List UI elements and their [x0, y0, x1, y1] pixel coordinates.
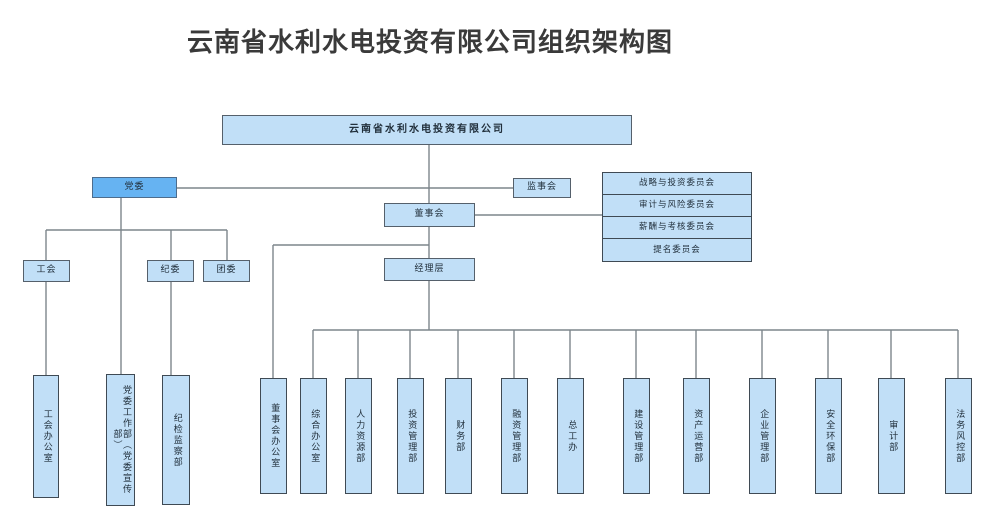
discipline-inspection-dept: 纪检监察部 [162, 375, 190, 505]
hr-dept: 人力资源部 [345, 378, 372, 494]
party-work-dept: 党委工作部（党委宣传部） [106, 374, 135, 506]
audit-risk-committee: 审计与风险委员会 [602, 194, 752, 217]
legal-risk-dept: 法务风控部 [945, 378, 972, 494]
enterprise-mgmt-dept: 企业管理部 [749, 378, 776, 494]
youth-league: 团委 [203, 260, 250, 282]
nomination-committee: 提名委员会 [602, 238, 752, 262]
page-title: 云南省水利水电投资有限公司组织架构图 [186, 28, 673, 58]
finance-dept: 财务部 [445, 378, 472, 494]
compensation-assessment-committee: 薪酬与考核委员会 [602, 216, 752, 239]
asset-operation-dept: 资产运营部 [683, 378, 710, 494]
union-office: 工会办公室 [33, 375, 59, 498]
chief-engineer-office: 总工办 [557, 378, 584, 494]
board-of-directors: 董事会 [384, 203, 475, 227]
financing-mgmt-dept: 融资管理部 [501, 378, 528, 494]
supervisory-board: 监事会 [513, 178, 571, 198]
management-team: 经理层 [384, 258, 475, 281]
board-office: 董事会办公室 [260, 378, 287, 494]
company-box: 云南省水利水电投资有限公司 [222, 115, 632, 145]
safety-env-dept: 安全环保部 [815, 378, 842, 494]
audit-dept: 审计部 [878, 378, 905, 494]
investment-mgmt-dept: 投资管理部 [397, 378, 424, 494]
construction-mgmt-dept: 建设管理部 [623, 378, 650, 494]
labor-union: 工会 [23, 260, 70, 282]
party-committee: 党委 [92, 177, 177, 198]
general-office: 综合办公室 [300, 378, 327, 494]
strategy-investment-committee: 战略与投资委员会 [602, 172, 752, 195]
discipline-committee: 纪委 [147, 260, 194, 282]
